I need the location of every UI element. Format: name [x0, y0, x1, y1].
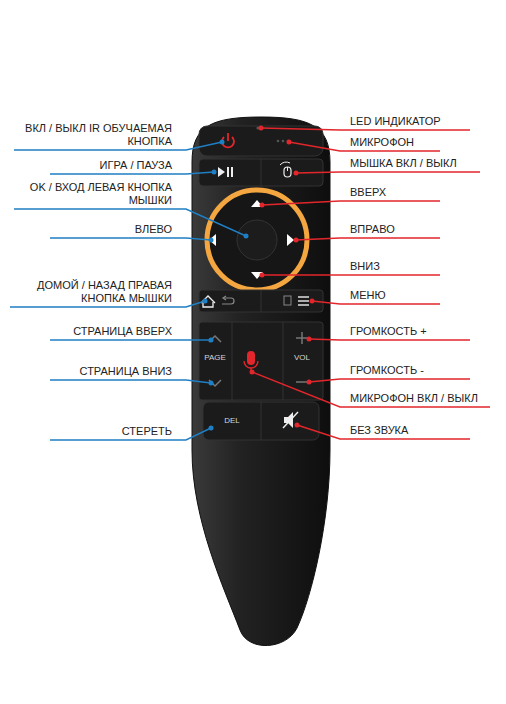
button-label: DEL — [224, 416, 240, 426]
callout-label: СТРАНИЦА ВНИЗ — [22, 365, 172, 378]
callout-label: OK / ВХОД ЛЕВАЯ КНОПКА МЫШКИ — [22, 181, 172, 207]
callout-label: СТРАНИЦА ВВЕРХ — [22, 325, 172, 338]
callout-label: БЕЗ ЗВУКА — [350, 424, 408, 437]
callout-label: LED ИНДИКАТОР — [350, 115, 441, 128]
callout-label: МЕНЮ — [350, 289, 386, 302]
callout-label: ИГРА / ПАУЗА — [22, 159, 172, 172]
callout-label: ДОМОЙ / НАЗАД ПРАВАЯ КНОПКА МЫШКИ — [12, 279, 172, 305]
callout-label: ВЛЕВО — [22, 223, 172, 236]
button-label: PAGE — [204, 353, 226, 363]
callout-label: ВНИЗ — [350, 260, 380, 273]
callout-label: ВКЛ / ВЫКЛ IR ОБУЧАЕМАЯ КНОПКА — [22, 122, 172, 148]
callout-label: МЫШКА ВКЛ / ВЫКЛ — [350, 157, 457, 170]
callout-label: МИКРОФОН ВКЛ / ВЫКЛ — [350, 392, 478, 405]
button-label: VOL — [294, 353, 310, 363]
callout-label: ГРОМКОСТЬ - — [350, 364, 424, 377]
callout-label: ВПРАВО — [350, 223, 395, 236]
callout-label: ВВЕРХ — [350, 186, 386, 199]
callout-label: МИКРОФОН — [350, 136, 414, 149]
callout-label: ГРОМКОСТЬ + — [350, 325, 427, 338]
callout-label: СТЕРЕТЬ — [22, 425, 172, 438]
